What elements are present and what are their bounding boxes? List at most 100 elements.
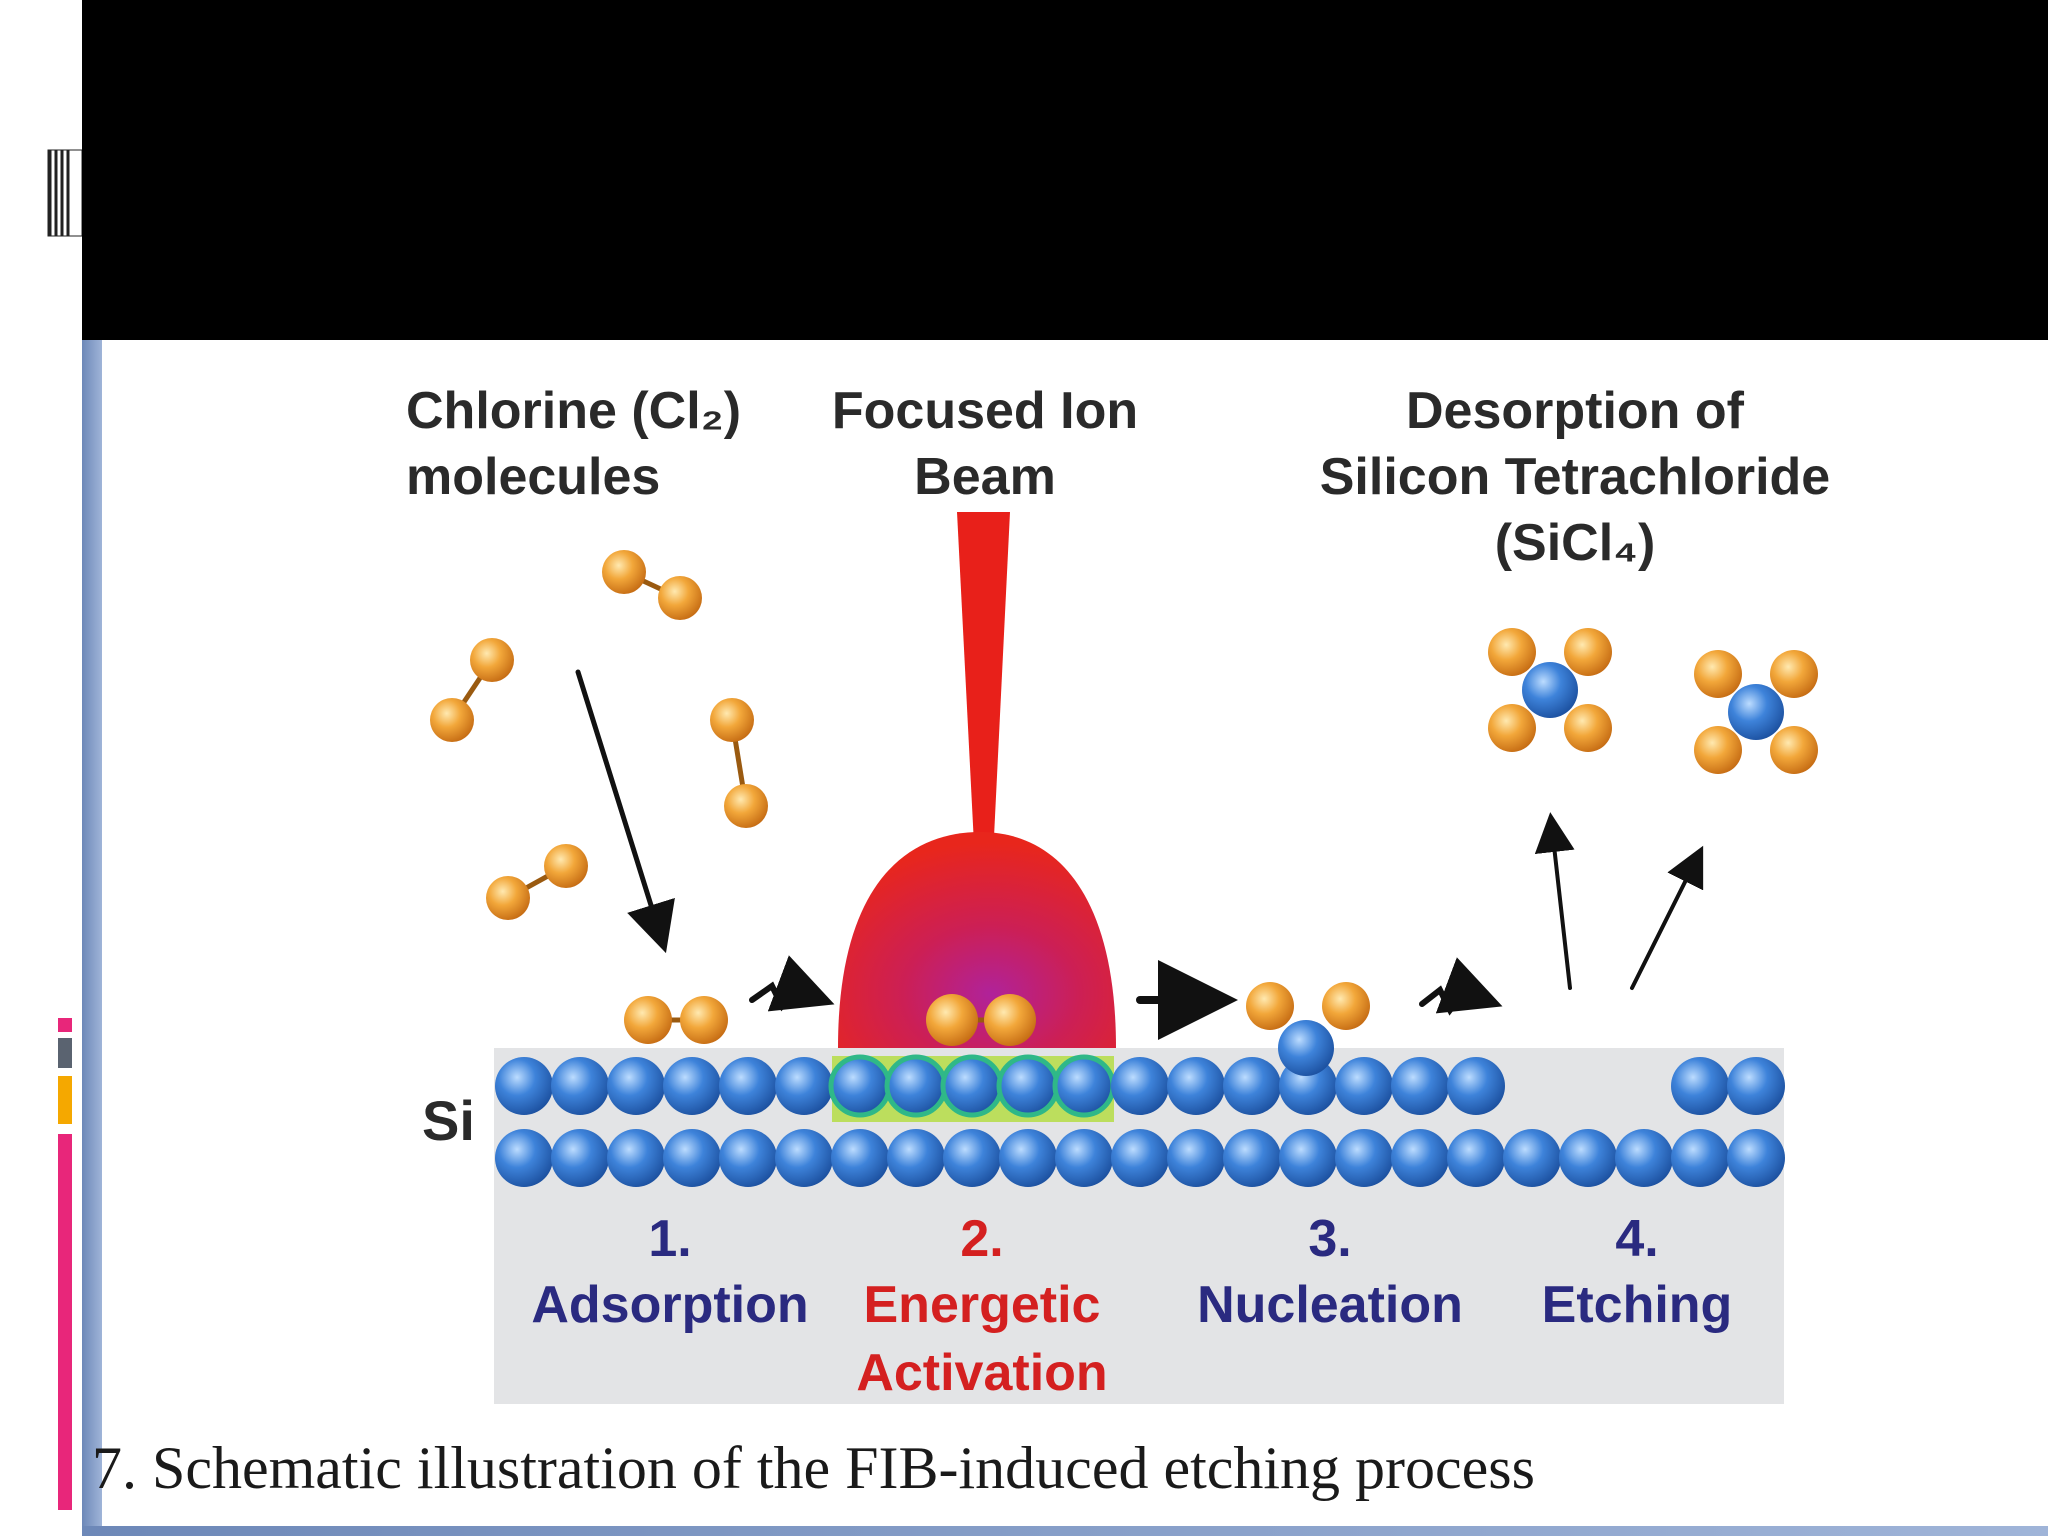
adsorption-arrow	[575, 669, 675, 954]
silicon-atom	[831, 1129, 889, 1187]
chlorine-atom	[1488, 704, 1536, 752]
fib-label-line2: Beam	[914, 448, 1056, 506]
chlorine-atom	[1564, 628, 1612, 676]
header-bar	[82, 0, 2048, 340]
accent-bar-magenta	[58, 1134, 72, 1510]
step-1-label: Adsorption	[531, 1276, 808, 1334]
desorption-arrow-right	[1630, 845, 1704, 990]
step-2-number: 2.	[960, 1210, 1003, 1268]
silicon-atom	[1111, 1129, 1169, 1187]
figure-frame	[82, 340, 102, 1536]
silicon-atom	[1055, 1129, 1113, 1187]
chlorine-atom	[1246, 982, 1294, 1030]
chlorine-atom	[1488, 628, 1536, 676]
chlorine-atom	[984, 994, 1036, 1046]
silicon-atom	[1559, 1129, 1617, 1187]
silicon-atom	[1052, 1054, 1116, 1118]
figure-bottom-rule	[82, 1526, 2048, 1536]
chlorine-atom	[1694, 650, 1742, 698]
silicon-atom	[1278, 1020, 1334, 1076]
silicon-atom	[996, 1054, 1060, 1118]
silicon-atom	[1727, 1129, 1785, 1187]
chlorine-atom	[680, 996, 728, 1044]
silicon-atom	[1167, 1129, 1225, 1187]
figure-caption: 7. Schematic illustration of the FIB-ind…	[92, 1435, 1535, 1501]
silicon-atom	[1223, 1129, 1281, 1187]
chlorine-atom	[624, 996, 672, 1044]
silicon-atom	[1671, 1057, 1729, 1115]
chlorine-atom	[1770, 726, 1818, 774]
step-2-label-line1: Energetic	[864, 1276, 1101, 1334]
chlorine-atom	[658, 576, 702, 620]
silicon-atom	[828, 1054, 892, 1118]
accent-bar-magenta-top	[58, 1018, 72, 1032]
chlorine-atom	[486, 876, 530, 920]
desorption-label-line1: Desorption of	[1406, 382, 1745, 440]
squiggle-arrow-1	[749, 955, 835, 1012]
chlorine-atom	[1564, 704, 1612, 752]
silicon-atom	[719, 1129, 777, 1187]
silicon-atom	[1522, 662, 1578, 718]
silicon-atom	[551, 1057, 609, 1115]
silicon-atom	[1447, 1129, 1505, 1187]
chlorine-label-line1: Chlorine (Cl₂)	[406, 382, 741, 440]
silicon-atom	[1671, 1129, 1729, 1187]
chlorine-atom	[1694, 726, 1742, 774]
silicon-atom	[495, 1057, 553, 1115]
silicon-atom	[1615, 1129, 1673, 1187]
chlorine-label-line2: molecules	[406, 448, 660, 506]
silicon-atom	[1447, 1057, 1505, 1115]
squiggle-arrow-3	[1419, 957, 1503, 1016]
step-2-label-line2: Activation	[856, 1344, 1107, 1402]
accent-bar-slate	[58, 1038, 72, 1068]
activation-dome	[838, 832, 1116, 1048]
silicon-atom	[1335, 1057, 1393, 1115]
atoms-layer	[430, 550, 1818, 1187]
desorption-arrow-left	[1534, 812, 1575, 990]
silicon-atom	[1391, 1057, 1449, 1115]
silicon-atom	[663, 1057, 721, 1115]
chlorine-atom	[724, 784, 768, 828]
chlorine-atom	[470, 638, 514, 682]
silicon-atom	[1167, 1057, 1225, 1115]
silicon-atom	[1335, 1129, 1393, 1187]
chlorine-atom	[544, 844, 588, 888]
chlorine-atom	[710, 698, 754, 742]
silicon-atom	[884, 1054, 948, 1118]
silicon-atom	[495, 1129, 553, 1187]
step-1-number: 1.	[648, 1210, 691, 1268]
substrate-label: Si	[422, 1089, 475, 1152]
silicon-atom	[1728, 684, 1784, 740]
chlorine-atom	[1770, 650, 1818, 698]
chlorine-atom	[926, 994, 978, 1046]
chlorine-atom	[602, 550, 646, 594]
chlorine-atom	[430, 698, 474, 742]
silicon-atom	[1111, 1057, 1169, 1115]
step-3-number: 3.	[1308, 1210, 1351, 1268]
step-4-label: Etching	[1542, 1276, 1733, 1334]
silicon-atom	[1223, 1057, 1281, 1115]
silicon-atom	[1279, 1129, 1337, 1187]
silicon-atom	[775, 1057, 833, 1115]
fib-label-line1: Focused Ion	[832, 382, 1138, 440]
silicon-atom	[999, 1129, 1057, 1187]
silicon-atom	[1727, 1057, 1785, 1115]
left-decoration	[0, 0, 83, 1536]
step-4-number: 4.	[1615, 1210, 1658, 1268]
step-3-label: Nucleation	[1197, 1276, 1463, 1334]
desorption-label-line2: Silicon Tetrachloride	[1320, 448, 1830, 506]
silicon-atom	[719, 1057, 777, 1115]
silicon-atom	[663, 1129, 721, 1187]
silicon-atom	[775, 1129, 833, 1187]
silicon-atom	[943, 1129, 1001, 1187]
silicon-atom	[607, 1057, 665, 1115]
silicon-atom	[887, 1129, 945, 1187]
process-arrows	[575, 669, 1704, 1040]
silicon-atom	[1503, 1129, 1561, 1187]
ion-beam	[957, 512, 1010, 1040]
silicon-atom	[607, 1129, 665, 1187]
silicon-atom	[551, 1129, 609, 1187]
silicon-atom	[1391, 1129, 1449, 1187]
chlorine-atom	[1322, 982, 1370, 1030]
